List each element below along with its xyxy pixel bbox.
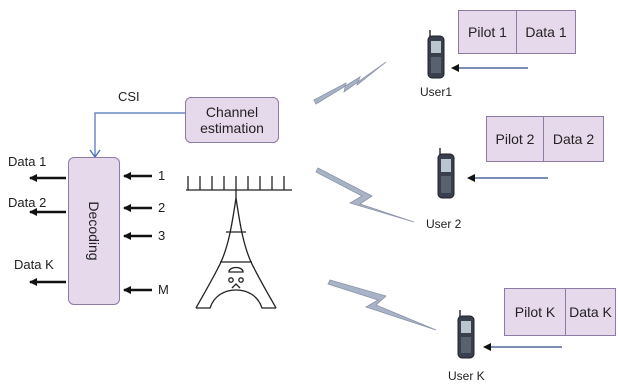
decoding-box: Decoding [68, 157, 120, 305]
decoding-label: Decoding [86, 201, 102, 261]
mobile-phone-icon-2 [437, 148, 455, 199]
csi-label: CSI [118, 89, 140, 104]
mobile-phone-icon-k [457, 310, 475, 359]
lightning-bolt-icon-2 [315, 167, 415, 223]
user2-pilot-label: Pilot 2 [495, 131, 535, 147]
user1-label: User1 [420, 85, 453, 99]
userk-pilot-label: Pilot K [514, 304, 556, 320]
channel-estimation-label: Channel estimation [200, 104, 264, 136]
channel-estimation-box: Channel estimation [185, 97, 279, 143]
antenna-input-m: M [158, 282, 169, 297]
user2-pilot-cell: Pilot 2 [486, 116, 544, 162]
antenna-input-2: 2 [158, 200, 166, 215]
antenna-array-icon [186, 176, 292, 191]
user1-pilot-label: Pilot 1 [468, 24, 507, 40]
base-station-tower-icon [195, 190, 277, 309]
csi-feedback-line [94, 112, 185, 156]
user1-pilot-cell: Pilot 1 [458, 10, 517, 54]
userk-pilot-cell: Pilot K [504, 288, 566, 336]
output-label-2: Data 2 [8, 195, 47, 210]
userk-label: User K [448, 369, 485, 383]
user2-data-label: Data 2 [552, 131, 595, 147]
user2-label: User 2 [426, 217, 462, 231]
user1-data-cell: Data 1 [516, 10, 576, 54]
mobile-phone-icon-1 [427, 30, 445, 79]
userk-data-cell: Data K [565, 288, 616, 336]
user2-data-cell: Data 2 [543, 116, 604, 162]
lightning-bolt-icon-3 [327, 279, 437, 331]
output-label-k: Data K [14, 257, 54, 272]
userk-data-label: Data K [569, 304, 612, 320]
lightning-bolt-icon-1 [313, 61, 387, 105]
output-label-1: Data 1 [8, 154, 47, 169]
antenna-input-1: 1 [158, 168, 166, 183]
user1-data-label: Data 1 [525, 24, 567, 40]
antenna-input-3: 3 [158, 228, 166, 243]
